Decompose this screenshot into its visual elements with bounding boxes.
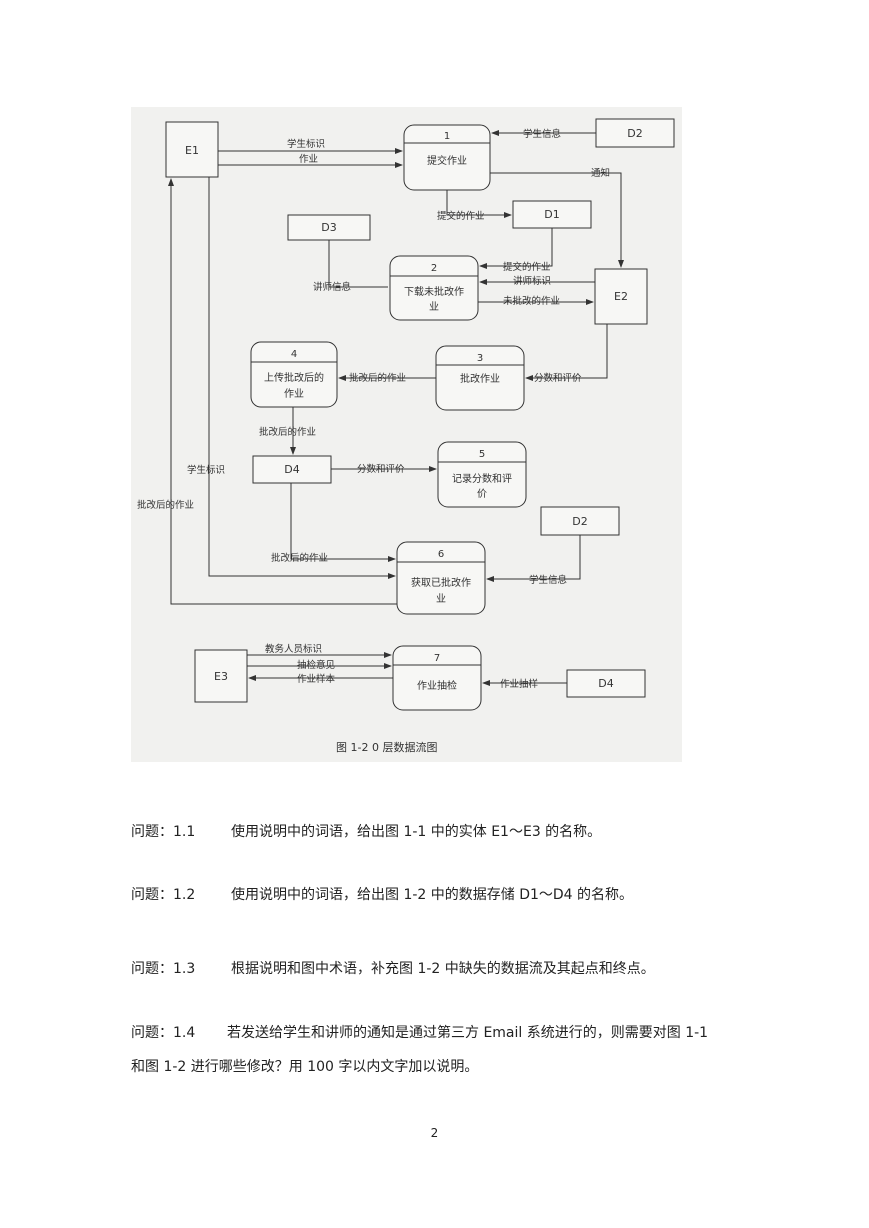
process-5-number: 5 xyxy=(479,449,485,460)
process-3-name: 批改作业 xyxy=(460,372,500,385)
flow-label-student-id-2: 学生标识 xyxy=(187,464,225,476)
flow-label-submitted-hw-1: 提交的作业 xyxy=(437,210,485,222)
question-number: 问题：1.1 xyxy=(131,824,196,840)
store-d3-box xyxy=(287,214,371,241)
process-2-box xyxy=(389,255,479,321)
flow-e2-p3-score xyxy=(525,324,608,381)
entity-e1-box xyxy=(165,121,219,178)
process-4-box xyxy=(250,341,338,408)
question-1-2: 问题：1.2 使用说明中的词语，给出图 1-2 中的数据存储 D1～D4 的名称。 xyxy=(131,884,633,904)
flow-label-ungraded-hw: 未批改的作业 xyxy=(503,295,560,307)
store-d4b-label: D4 xyxy=(598,677,613,690)
store-d2a-label: D2 xyxy=(627,127,642,140)
question-1-3: 问题：1.3 根据说明和图中术语，补充图 1-2 中缺失的数据流及其起点和终点。 xyxy=(131,958,655,978)
process-6-number: 6 xyxy=(438,549,444,560)
flow-label-graded-hw-3: 批改后的作业 xyxy=(271,552,328,564)
process-7-number: 7 xyxy=(434,653,440,664)
question-text: 根据说明和图中术语，补充图 1-2 中缺失的数据流及其起点和终点。 xyxy=(231,961,655,977)
flow-label-homework: 作业 xyxy=(299,153,318,165)
process-7-name: 作业抽检 xyxy=(417,679,457,692)
store-d2b-box xyxy=(540,506,620,536)
process-5-name-line2: 价 xyxy=(477,488,487,500)
question-number: 问题：1.2 xyxy=(131,887,196,903)
flow-p1-d1-submitted xyxy=(446,190,512,218)
process-6-name: 获取已批改作 xyxy=(411,576,471,589)
diagram-canvas: E1 E2 E3 D2 D1 D3 D4 D2 D4 1 提交作业 2 下载未批… xyxy=(137,118,675,754)
process-4-number: 4 xyxy=(291,349,297,360)
store-d2b-label: D2 xyxy=(572,515,587,528)
store-d2a-box xyxy=(595,118,675,148)
entity-e3-label: E3 xyxy=(214,670,228,683)
process-2-number: 2 xyxy=(431,263,437,274)
store-d4a-label: D4 xyxy=(284,463,299,476)
entity-e3-box xyxy=(194,649,248,703)
flow-label-score-eval-2: 分数和评价 xyxy=(357,463,405,475)
flow-label-notify: 通知 xyxy=(591,167,610,179)
entity-e1-label: E1 xyxy=(185,144,199,157)
process-4-name: 上传批改后的 xyxy=(264,371,324,384)
flow-label-audit-opinion: 抽检意见 xyxy=(297,659,335,671)
flow-d3-p2-teacher-info xyxy=(328,240,388,288)
question-1-4-continued: 和图 1-2 进行哪些修改？用 100 字以内文字加以说明。 xyxy=(131,1056,478,1076)
question-number: 问题：1.3 xyxy=(131,961,196,977)
data-flow-diagram: E1 E2 E3 D2 D1 D3 D4 D2 D4 1 提交作业 2 下载未批… xyxy=(131,107,682,762)
flow-label-teacher-info: 讲师信息 xyxy=(313,281,351,293)
flow-p6-e1-graded xyxy=(168,178,397,605)
flow-label-student-id-1: 学生标识 xyxy=(287,138,325,150)
process-6-box xyxy=(396,541,486,615)
figure-caption: 图 1-2 0 层数据流图 xyxy=(336,740,437,754)
process-1-name: 提交作业 xyxy=(427,154,467,167)
entity-e2-label: E2 xyxy=(614,290,628,303)
flow-d1-p2-submitted xyxy=(479,228,553,269)
flow-e1-p6-student-id xyxy=(208,177,396,579)
process-3-number: 3 xyxy=(477,353,483,364)
question-text: 使用说明中的词语，给出图 1-1 中的实体 E1～E3 的名称。 xyxy=(231,824,602,840)
flow-label-hw-sample: 作业样本 xyxy=(297,673,336,685)
flow-label-graded-hw-1: 批改后的作业 xyxy=(349,372,406,384)
page-number: 2 xyxy=(430,1126,439,1140)
flow-d4-p6-graded xyxy=(290,483,396,562)
question-number: 问题：1.4 xyxy=(131,1025,196,1041)
flow-label-staff-id: 教务人员标识 xyxy=(265,643,322,655)
flow-p1-e2-notify xyxy=(490,172,624,268)
question-1-1: 问题：1.1 使用说明中的词语，给出图 1-1 中的实体 E1～E3 的名称。 xyxy=(131,821,601,841)
flow-label-hw-sampling: 作业抽样 xyxy=(500,678,538,690)
question-text: 使用说明中的词语，给出图 1-2 中的数据存储 D1～D4 的名称。 xyxy=(231,887,634,903)
process-4-name-line2: 作业 xyxy=(284,388,304,400)
flow-label-graded-hw-2: 批改后的作业 xyxy=(259,426,316,438)
process-6-name-line2: 业 xyxy=(436,593,446,605)
flow-label-score-eval-1: 分数和评价 xyxy=(534,372,582,384)
question-1-4: 问题：1.4 若发送给学生和讲师的通知是通过第三方 Email 系统进行的，则需要… xyxy=(131,1022,708,1042)
store-d3-label: D3 xyxy=(321,221,336,234)
entity-e2-box xyxy=(594,268,648,325)
flow-label-teacher-id: 讲师标识 xyxy=(513,275,551,287)
process-5-box xyxy=(437,441,527,508)
question-text: 若发送给学生和讲师的通知是通过第三方 Email 系统进行的，则需要对图 1-1 xyxy=(227,1025,709,1041)
flow-label-student-info-2: 学生信息 xyxy=(529,574,567,586)
process-2-name-line2: 业 xyxy=(429,301,439,313)
flow-label-student-info-1: 学生信息 xyxy=(523,128,561,140)
question-text-line2: 和图 1-2 进行哪些修改？用 100 字以内文字加以说明。 xyxy=(131,1059,479,1075)
process-5-name: 记录分数和评 xyxy=(452,472,512,485)
flow-d2-p6-student-info xyxy=(486,535,581,582)
process-2-name: 下载未批改作 xyxy=(404,285,464,298)
store-d1-label: D1 xyxy=(544,208,559,221)
flow-label-submitted-hw-2: 提交的作业 xyxy=(503,261,551,273)
process-1-number: 1 xyxy=(444,131,450,142)
flow-label-graded-hw-left: 批改后的作业 xyxy=(137,499,194,511)
store-d4a-box xyxy=(252,455,332,484)
